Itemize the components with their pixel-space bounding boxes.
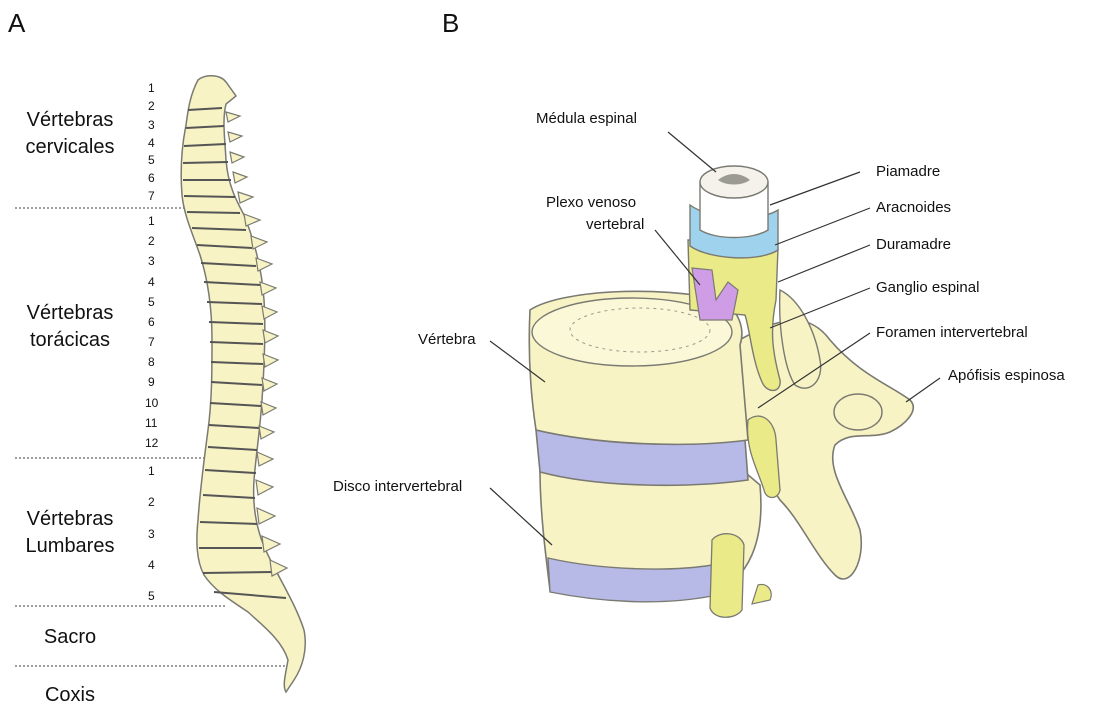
cervical-number: 6	[148, 172, 155, 184]
lumbar-number: 1	[148, 465, 155, 477]
thoracic-number: 3	[148, 255, 155, 267]
label-medula-espinal: Médula espinal	[536, 110, 637, 128]
cervical-number: 7	[148, 190, 155, 202]
root-cut	[752, 584, 771, 604]
thoracic-number: 2	[148, 235, 155, 247]
thoracic-number: 8	[148, 356, 155, 368]
thoracic-number: 5	[148, 296, 155, 308]
region-thoracic: Vértebras torácicas	[20, 300, 120, 354]
region-lumbar: Vértebras Lumbares	[20, 506, 120, 560]
region-cervical: Vértebras cervicales	[20, 107, 120, 161]
label-disco-intervertebral: Disco intervertebral	[333, 478, 462, 496]
label-foramen-intervertebral: Foramen intervertebral	[876, 324, 1028, 342]
cervical-number: 3	[148, 119, 155, 131]
label-duramadre: Duramadre	[876, 236, 951, 254]
panel-label-b: B	[442, 8, 459, 39]
leader-duramadre	[778, 245, 870, 282]
cervical-number: 2	[148, 100, 155, 112]
label-vertebra: Vértebra	[418, 331, 476, 349]
spine-column-illustration	[15, 76, 305, 692]
leader-piamadre	[770, 172, 860, 205]
spinous-process-tip	[834, 394, 882, 430]
region-sacrum: Sacro	[20, 624, 120, 651]
cervical-number: 4	[148, 137, 155, 149]
label-apofisis-espinosa: Apófisis espinosa	[948, 367, 1065, 385]
label-ganglio-espinal: Ganglio espinal	[876, 279, 979, 297]
leader-apofisis	[906, 378, 940, 402]
leader-medula	[668, 132, 716, 172]
thoracic-number: 7	[148, 336, 155, 348]
descending-root	[710, 534, 744, 618]
thoracic-number: 12	[145, 437, 158, 449]
lumbar-number: 2	[148, 496, 155, 508]
thoracic-number: 1	[148, 215, 155, 227]
thoracic-number: 10	[145, 397, 158, 409]
lumbar-number: 3	[148, 528, 155, 540]
thoracic-number: 9	[148, 376, 155, 388]
panel-label-a: A	[8, 8, 25, 39]
cervical-number: 1	[148, 82, 155, 94]
lumbar-number: 4	[148, 559, 155, 571]
label-piamadre: Piamadre	[876, 163, 940, 181]
region-coccyx: Coxis	[20, 682, 120, 709]
thoracic-number: 6	[148, 316, 155, 328]
label-plexo-vertebral: vertebral	[586, 216, 644, 234]
lumbar-number: 5	[148, 590, 155, 602]
cervical-number: 5	[148, 154, 155, 166]
thoracic-number: 11	[145, 417, 157, 429]
leader-aracnoides	[775, 208, 870, 245]
label-plexo-venoso: Plexo venoso	[546, 194, 636, 212]
label-aracnoides: Aracnoides	[876, 199, 951, 217]
thoracic-number: 4	[148, 276, 155, 288]
